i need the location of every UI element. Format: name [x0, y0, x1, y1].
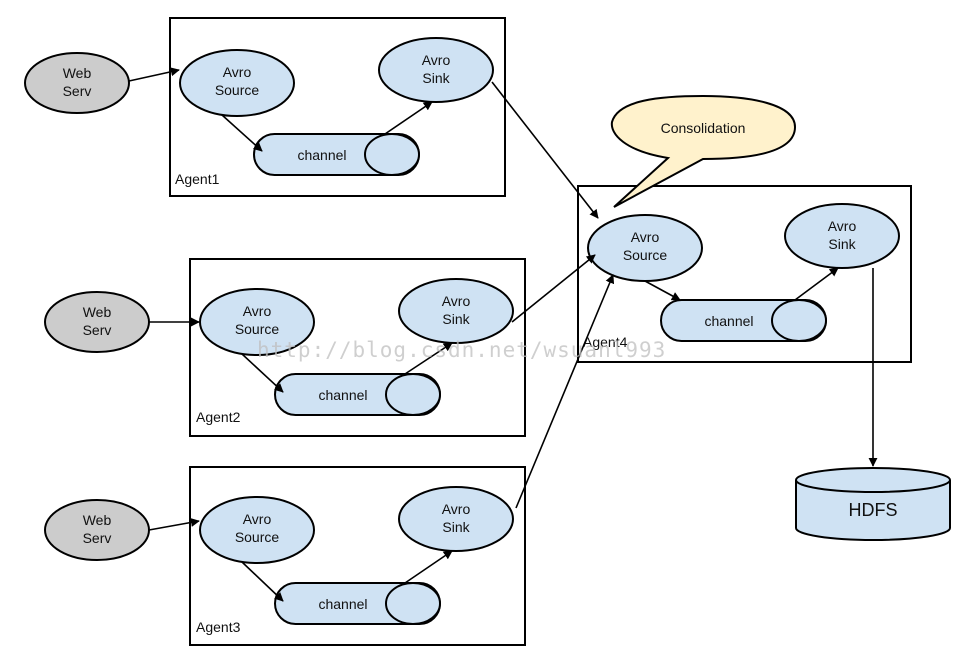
edge-sink1-source4: [491, 81, 599, 219]
avro-sink-1: [378, 37, 494, 103]
watermark: http://blog.csdn.net/wsuanl993: [257, 338, 666, 362]
edge-source4-channel4: [644, 280, 681, 301]
edge-source2-channel2: [241, 353, 284, 393]
channel-2-end: [385, 373, 441, 416]
avro-sink-2-label-line2: Sink: [442, 311, 470, 327]
avro-sink-2-label-line1: Avro: [442, 293, 471, 309]
edge-channel1-sink1: [384, 101, 433, 135]
channel-4-label: channel: [704, 313, 753, 329]
agent3-box: [189, 466, 526, 646]
web-serv-3-label-line1: Web: [83, 512, 112, 528]
edge-source3-channel3: [241, 561, 284, 602]
web-serv-1: [24, 52, 130, 114]
avro-source-4-label-line2: Source: [623, 247, 668, 263]
edge-channel3-sink3: [404, 550, 453, 584]
agent3-label: Agent3: [196, 619, 241, 635]
agent1-box: [169, 17, 506, 197]
edge-channel2-sink2: [404, 342, 453, 375]
avro-sink-3: [398, 486, 514, 552]
web-serv-2-label-line1: Web: [83, 304, 112, 320]
web-serv-1-label-line1: Web: [63, 65, 92, 81]
channel-1-end: [364, 133, 420, 176]
avro-source-3-label-line1: Avro: [243, 511, 272, 527]
web-serv-2-label-line2: Serv: [83, 322, 112, 338]
avro-sink-4-label-line2: Sink: [828, 236, 856, 252]
channel-2-label: channel: [318, 387, 367, 403]
avro-sink-3-label-line2: Sink: [442, 519, 470, 535]
channel-3-end: [385, 582, 441, 625]
agent2-label: Agent2: [196, 409, 241, 425]
channel-3-label: channel: [318, 596, 367, 612]
consolidation-bubble: [610, 94, 797, 208]
avro-source-3: [199, 496, 315, 564]
avro-source-2-label-line1: Avro: [243, 303, 272, 319]
avro-source-2-label-line2: Source: [235, 321, 280, 337]
avro-sink-4: [784, 203, 900, 269]
web-serv-3-label-line2: Serv: [83, 530, 112, 546]
consolidation-label: Consolidation: [661, 120, 746, 136]
edge-web1-source1: [128, 67, 180, 82]
hdfs-cylinder: [795, 467, 951, 541]
avro-source-2: [199, 288, 315, 356]
avro-source-1-label-line1: Avro: [223, 64, 252, 80]
edge-channel4-sink4: [794, 267, 839, 301]
edge-web3-source3: [148, 518, 200, 531]
agent1-label: Agent1: [175, 171, 220, 187]
edge-sink2-source4: [511, 254, 596, 323]
agent4-label: Agent4: [583, 334, 628, 350]
avro-source-4-label-line1: Avro: [631, 229, 660, 245]
avro-sink-2: [398, 278, 514, 344]
edge-source1-channel1: [221, 114, 263, 152]
edges: [128, 67, 878, 602]
channel-1-label: channel: [297, 147, 346, 163]
web-serv-1-label-line2: Serv: [63, 83, 92, 99]
edge-sink3-source4: [515, 274, 615, 509]
avro-sink-4-label-line1: Avro: [828, 218, 857, 234]
avro-source-1: [179, 49, 295, 117]
agent2-box: [189, 258, 526, 437]
avro-sink-1-label-line2: Sink: [422, 70, 450, 86]
avro-sink-3-label-line1: Avro: [442, 501, 471, 517]
agent4-box: [577, 185, 912, 363]
avro-sink-1-label-line1: Avro: [422, 52, 451, 68]
avro-source-3-label-line2: Source: [235, 529, 280, 545]
avro-source-1-label-line2: Source: [215, 82, 260, 98]
channel-4-end: [771, 299, 827, 342]
hdfs-label: HDFS: [849, 500, 898, 520]
